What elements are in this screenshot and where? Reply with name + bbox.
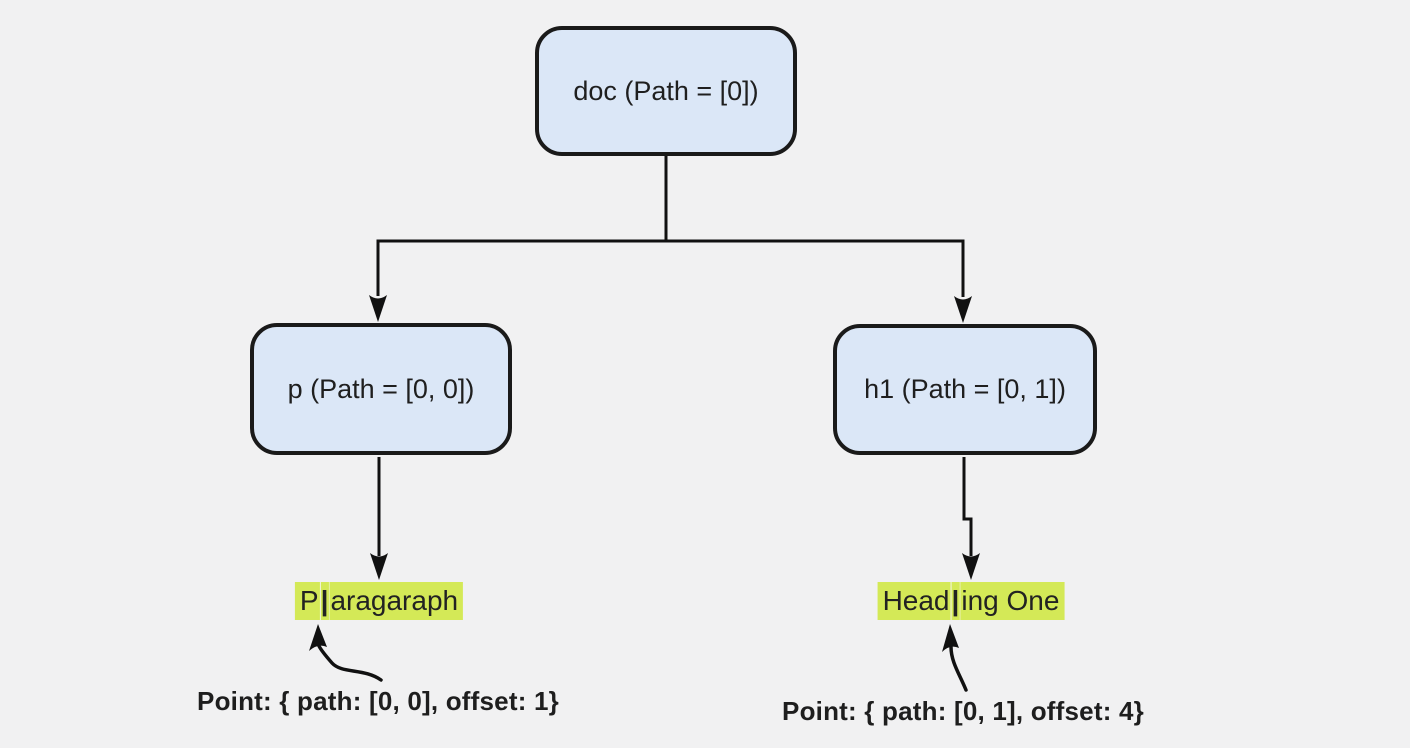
node-p: p (Path = [0, 0])	[250, 323, 512, 455]
point-annotation-left: Point: { path: [0, 0], offset: 1}	[197, 686, 559, 716]
arrowhead-to-h1	[954, 296, 972, 323]
arrowhead-to-heading	[962, 553, 980, 580]
left-annotation-arrow	[317, 644, 383, 682]
paragraph-text-after-cursor: aragaraph	[329, 582, 464, 620]
left-annotation-arrowhead	[309, 624, 327, 651]
leaf-paragraph-text: P|aragaraph	[294, 582, 464, 620]
arrowhead-to-paragraph	[370, 553, 388, 580]
text-cursor: |	[950, 582, 961, 620]
branch-line	[376, 239, 965, 297]
point-annotation-right: Point: { path: [0, 1], offset: 4}	[782, 696, 1144, 726]
right-annotation-arrowhead	[942, 624, 959, 652]
heading-text-after-cursor: ing One	[960, 582, 1065, 620]
h1-leaf-line	[962, 457, 973, 556]
right-annotation-arrow	[949, 645, 968, 692]
node-doc: doc (Path = [0])	[535, 26, 797, 156]
node-h1-label: h1 (Path = [0, 1])	[864, 374, 1066, 404]
paragraph-text-before-cursor: P	[294, 582, 320, 620]
text-cursor: |	[319, 582, 330, 620]
node-p-label: p (Path = [0, 0])	[287, 373, 475, 404]
node-doc-label: doc (Path = [0])	[573, 75, 759, 106]
leaf-heading-text: Head|ing One	[877, 582, 1065, 620]
heading-text-before-cursor: Head	[877, 582, 951, 620]
node-h1: h1 (Path = [0, 1])	[833, 324, 1097, 455]
arrowhead-to-p	[369, 295, 387, 322]
